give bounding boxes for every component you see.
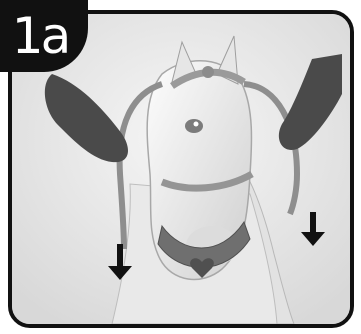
step-label: 1a xyxy=(12,0,68,72)
horse-eye xyxy=(185,119,203,133)
bridle-crown-ornament xyxy=(202,66,214,78)
